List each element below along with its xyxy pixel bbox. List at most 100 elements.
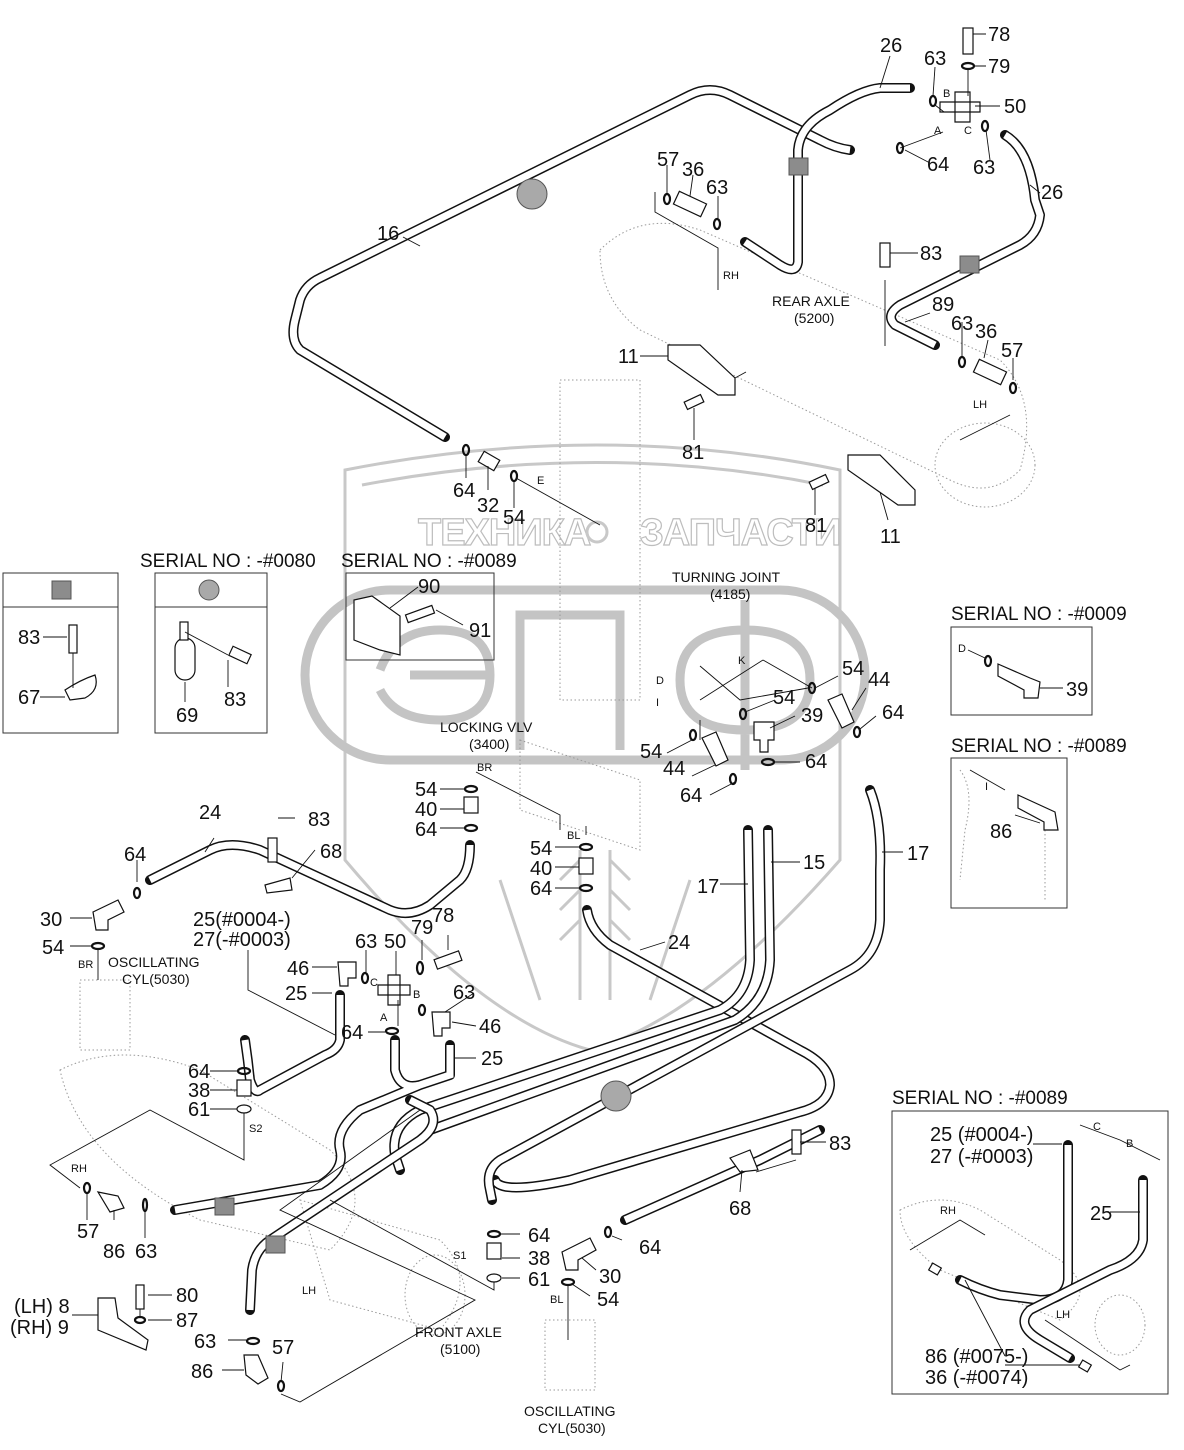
watermark-letter-f <box>675 600 815 770</box>
port-label-d: D <box>656 675 664 687</box>
bolt-83-right <box>791 1129 802 1155</box>
inset-callout-86: 86 <box>990 821 1012 843</box>
watermark-shield <box>343 443 842 1052</box>
watermark-gear-icon <box>585 520 609 544</box>
callout-25-serial: 25(#0004-) <box>193 909 291 931</box>
port-label-br: BR <box>78 959 93 971</box>
port-label-e: E <box>537 475 544 487</box>
connector-38-left <box>236 1079 252 1097</box>
square-clamp-marker <box>214 1197 235 1216</box>
callout-64: 64 <box>927 154 949 176</box>
bolt-81-upper <box>683 393 705 411</box>
inset-pipe-routing: SERIAL NO : -#0089 C B RH LH 25 (#0004-)… <box>891 1088 1169 1395</box>
o-ring <box>662 192 672 206</box>
callout-64: 64 <box>415 819 437 841</box>
callout-44: 44 <box>868 669 890 691</box>
callout-86: 86 <box>191 1361 213 1383</box>
callout-63: 63 <box>135 1241 157 1263</box>
inset-elbow-86: SERIAL NO : -#0089 I 86 <box>950 736 1127 909</box>
callout-15: 15 <box>803 852 825 874</box>
callout-57: 57 <box>272 1337 294 1359</box>
port-label-lh: LH <box>1056 1309 1070 1321</box>
pipe-16 <box>288 85 855 442</box>
inset-callout-36: 36 (-#0074) <box>925 1367 1028 1389</box>
front-axle-lh-ghost <box>299 1199 461 1331</box>
callout-89: 89 <box>932 294 954 316</box>
inset-frame <box>950 757 1068 909</box>
callout-79: 79 <box>988 56 1010 78</box>
turning-joint-label: TURNING JOINT <box>672 569 781 585</box>
callout-64: 64 <box>188 1061 210 1083</box>
callout-25: 25 <box>285 983 307 1005</box>
callout-39: 39 <box>801 705 823 727</box>
o-ring <box>1008 381 1018 395</box>
o-ring <box>463 784 479 794</box>
inset-frame <box>154 572 268 734</box>
fitting-86-36 <box>1077 1359 1093 1373</box>
callout-46: 46 <box>479 1016 501 1038</box>
inset-elbow-39: SERIAL NO : -#0009 D 39 <box>950 604 1127 716</box>
o-ring <box>688 728 698 742</box>
o-ring <box>983 654 993 668</box>
callout-rh-9: (RH) 9 <box>10 1317 69 1339</box>
osc-cyl-bottom-label: OSCILLATING <box>524 1403 616 1419</box>
bracket-90 <box>353 595 401 656</box>
heat-shield-11-upper <box>667 344 736 396</box>
inset-callout-90: 90 <box>418 576 440 598</box>
inset-callout-67: 67 <box>18 687 40 709</box>
inset-square-clamp: 83 67 <box>2 572 119 734</box>
elbow-39 <box>753 721 775 753</box>
inset-serial-label: SERIAL NO : -#0009 <box>951 604 1127 625</box>
connector-38-s1 <box>486 1242 502 1260</box>
callout-54: 54 <box>597 1289 619 1311</box>
o-ring <box>852 725 862 739</box>
watermark-letter-p <box>515 610 625 750</box>
callout-80: 80 <box>176 1285 198 1307</box>
callout-83: 83 <box>829 1133 851 1155</box>
callout-63: 63 <box>194 1331 216 1353</box>
port-label-k: K <box>738 655 746 667</box>
port-label-c: C <box>1093 1121 1101 1133</box>
inset-pipe-25-27 <box>955 1140 1073 1305</box>
inset-serial-label: SERIAL NO : -#0089 <box>341 551 517 572</box>
o-ring <box>276 1379 286 1393</box>
callout-50: 50 <box>1004 96 1026 118</box>
inset-serial-label: SERIAL NO : -#0089 <box>951 736 1127 757</box>
pipe-25-left <box>240 990 345 1097</box>
washer-79-center <box>415 960 425 976</box>
clamp-markers <box>214 157 980 1254</box>
elbow-86-rh <box>96 1191 125 1213</box>
bracket-8-9 <box>97 1297 149 1351</box>
turning-joint-ghost <box>559 379 641 701</box>
adapter-36-rh <box>672 190 708 218</box>
port-label-b: B <box>1126 1138 1133 1150</box>
callout-11: 11 <box>880 526 901 548</box>
callout-32: 32 <box>477 495 499 517</box>
bolt-83-left <box>267 837 278 863</box>
inset-callout-86: 86 (#0075-) <box>925 1346 1028 1368</box>
elbow-46-lower <box>431 1011 451 1037</box>
callout-63: 63 <box>924 48 946 70</box>
rear-axle-label: REAR AXLE <box>772 293 850 309</box>
callout-87: 87 <box>176 1310 198 1332</box>
callout-30: 30 <box>40 909 62 931</box>
port-label-i: I <box>656 697 659 709</box>
inset-frame <box>2 572 119 734</box>
inset-callout-39: 39 <box>1066 679 1088 701</box>
square-clamp-marker <box>788 157 809 176</box>
watermark-right-text: ЗАПЧАСТИ <box>640 512 840 554</box>
port-label-s2: S2 <box>249 1123 262 1135</box>
callout-25: 25 <box>481 1048 503 1070</box>
circle-clamp-marker <box>516 178 548 210</box>
callout-38: 38 <box>528 1248 550 1270</box>
bolt-78-top <box>962 27 974 55</box>
washer-61-left <box>236 1104 252 1114</box>
callout-36: 36 <box>975 321 997 343</box>
watermark-letter-e <box>375 625 495 725</box>
washer-79-top <box>960 61 976 71</box>
callout-17: 17 <box>697 876 719 898</box>
o-ring <box>486 1229 502 1239</box>
inset-callout-91: 91 <box>469 620 491 642</box>
fittings <box>82 27 1018 1393</box>
o-ring <box>360 971 370 985</box>
